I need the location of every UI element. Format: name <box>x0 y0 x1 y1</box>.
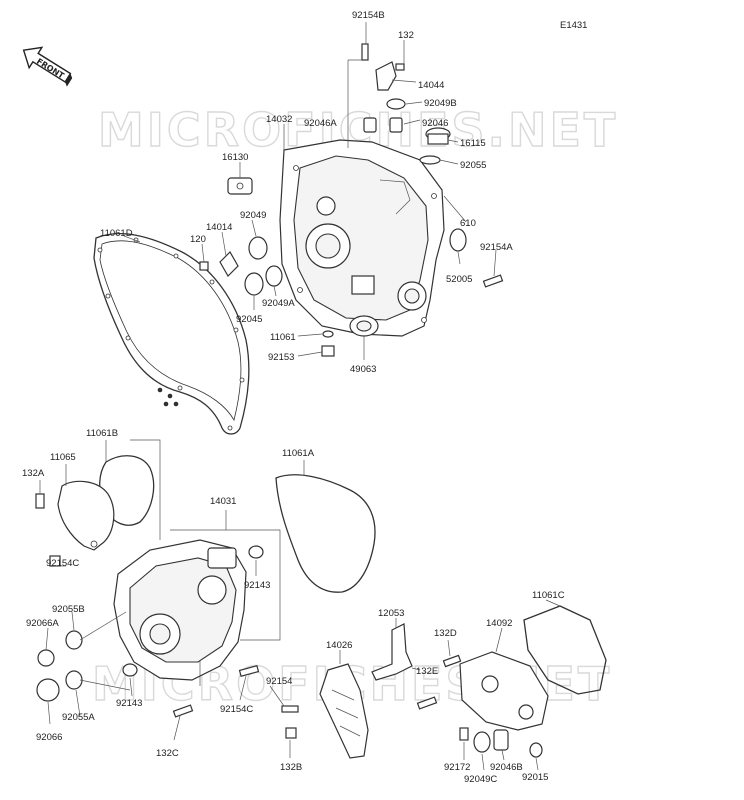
label-92066[interactable]: 92066 <box>36 732 62 743</box>
label-92154C-a[interactable]: 92154C <box>46 558 79 569</box>
label-92154[interactable]: 92154 <box>266 676 292 687</box>
label-92055A[interactable]: 92055A <box>62 712 95 723</box>
label-92172[interactable]: 92172 <box>444 762 470 773</box>
front-arrow-icon: FRONT <box>22 46 73 87</box>
cap-16115[interactable] <box>425 127 451 145</box>
label-132-top[interactable]: 132 <box>398 30 414 41</box>
oring-92055B[interactable] <box>65 630 83 650</box>
gasket-11061D[interactable] <box>93 232 250 435</box>
label-92045[interactable]: 92045 <box>236 314 262 325</box>
washer-92049B[interactable] <box>386 98 406 110</box>
bolt-132A[interactable] <box>35 493 45 509</box>
label-92055B[interactable]: 92055B <box>52 604 85 615</box>
lever-14014[interactable] <box>219 251 239 277</box>
leader-lines <box>39 22 561 771</box>
cover-14092[interactable] <box>459 651 549 731</box>
label-11061[interactable]: 11061 <box>270 332 296 343</box>
label-92046B[interactable]: 92046B <box>490 762 523 773</box>
label-14014[interactable]: 14014 <box>206 222 232 233</box>
label-92046A[interactable]: 92046A <box>304 118 337 129</box>
label-120[interactable]: 120 <box>190 234 206 245</box>
label-52005[interactable]: 52005 <box>446 274 472 285</box>
label-132C[interactable]: 132C <box>156 748 179 759</box>
label-92049[interactable]: 92049 <box>240 210 266 221</box>
label-92066A[interactable]: 92066A <box>26 618 59 629</box>
bolt-92154C-b[interactable] <box>238 665 260 677</box>
bolt-132D[interactable] <box>442 654 462 668</box>
bolt-120[interactable] <box>199 261 209 271</box>
label-132D[interactable]: 132D <box>434 628 457 639</box>
label-92015[interactable]: 92015 <box>522 772 548 783</box>
label-14031[interactable]: 14031 <box>210 496 236 507</box>
seal-49063[interactable] <box>349 315 379 337</box>
label-11061A[interactable]: 11061A <box>282 448 315 459</box>
nut-92015[interactable] <box>529 742 543 758</box>
label-92046[interactable]: 92046 <box>422 118 448 129</box>
bolt-92154B[interactable] <box>361 43 369 61</box>
crankcase-cover-14031[interactable] <box>113 539 247 681</box>
clutch-cover-14032[interactable] <box>279 139 445 337</box>
label-14044[interactable]: 14044 <box>418 80 444 91</box>
diagram-code: E1431 <box>560 20 587 31</box>
label-14092[interactable]: 14092 <box>486 618 512 629</box>
bolt-92153[interactable] <box>321 345 335 357</box>
label-92143-b[interactable]: 92143 <box>116 698 142 709</box>
label-16130[interactable]: 16130 <box>222 152 248 163</box>
label-132A[interactable]: 132A <box>22 468 45 479</box>
bolt-132C[interactable] <box>172 704 194 718</box>
bracket-12053[interactable] <box>371 623 413 681</box>
dowel-92046A[interactable] <box>363 117 377 133</box>
label-16115[interactable]: 16115 <box>460 138 486 149</box>
bolt-92172[interactable] <box>459 727 469 741</box>
label-14026[interactable]: 14026 <box>326 640 352 651</box>
dowel-92143-b[interactable] <box>122 663 138 677</box>
label-92154A[interactable]: 92154A <box>480 242 513 253</box>
label-610[interactable]: 610 <box>460 218 476 229</box>
bolt-132B[interactable] <box>285 727 297 739</box>
bolt-92154A[interactable] <box>482 274 504 288</box>
label-92049B[interactable]: 92049B <box>424 98 457 109</box>
label-92154B[interactable]: 92154B <box>352 10 385 21</box>
bolt-92154[interactable] <box>281 705 299 713</box>
bolt-132-top[interactable] <box>395 63 405 71</box>
bracket-14044[interactable] <box>375 61 397 91</box>
label-132B[interactable]: 132B <box>280 762 302 773</box>
oring-92055[interactable] <box>419 155 441 165</box>
bolt-132E[interactable] <box>416 696 438 710</box>
label-12053[interactable]: 12053 <box>378 608 404 619</box>
label-92153[interactable]: 92153 <box>268 352 294 363</box>
washer-11061[interactable] <box>322 330 334 338</box>
label-49063[interactable]: 49063 <box>350 364 376 375</box>
label-92049C[interactable]: 92049C <box>464 774 497 785</box>
label-14032[interactable]: 14032 <box>266 114 292 125</box>
label-92143-a[interactable]: 92143 <box>244 580 270 591</box>
plug-92066[interactable] <box>36 678 60 702</box>
gasket-11061A[interactable] <box>275 474 376 593</box>
seal-52005[interactable] <box>449 228 467 252</box>
label-11061C[interactable]: 11061C <box>532 590 565 601</box>
seal-92049[interactable] <box>248 236 268 260</box>
seal-92049C[interactable] <box>473 731 491 753</box>
label-92055[interactable]: 92055 <box>460 160 486 171</box>
dowel-92143-a[interactable] <box>248 545 264 559</box>
label-11061B[interactable]: 11061B <box>86 428 118 439</box>
fitting-16130[interactable] <box>227 177 253 195</box>
plug-92066A[interactable] <box>37 649 55 667</box>
oring-92055A[interactable] <box>65 670 83 690</box>
dowel-92046B[interactable] <box>493 729 509 751</box>
seal-92049A[interactable] <box>265 265 283 287</box>
dowel-92046[interactable] <box>389 117 403 133</box>
label-92154C-b[interactable]: 92154C <box>220 704 253 715</box>
seal-92045[interactable] <box>244 272 264 296</box>
part-labels: 92154B 132 14044 92049B 14032 92046A 920… <box>22 10 565 785</box>
cover-11065[interactable] <box>57 480 115 551</box>
guard-14026[interactable] <box>319 663 369 759</box>
label-132E[interactable]: 132E <box>416 666 438 677</box>
label-11061D[interactable]: 11061D <box>100 228 133 239</box>
label-92049A[interactable]: 92049A <box>262 298 295 309</box>
label-11065[interactable]: 11065 <box>50 452 76 463</box>
gasket-11061C[interactable] <box>523 605 607 695</box>
